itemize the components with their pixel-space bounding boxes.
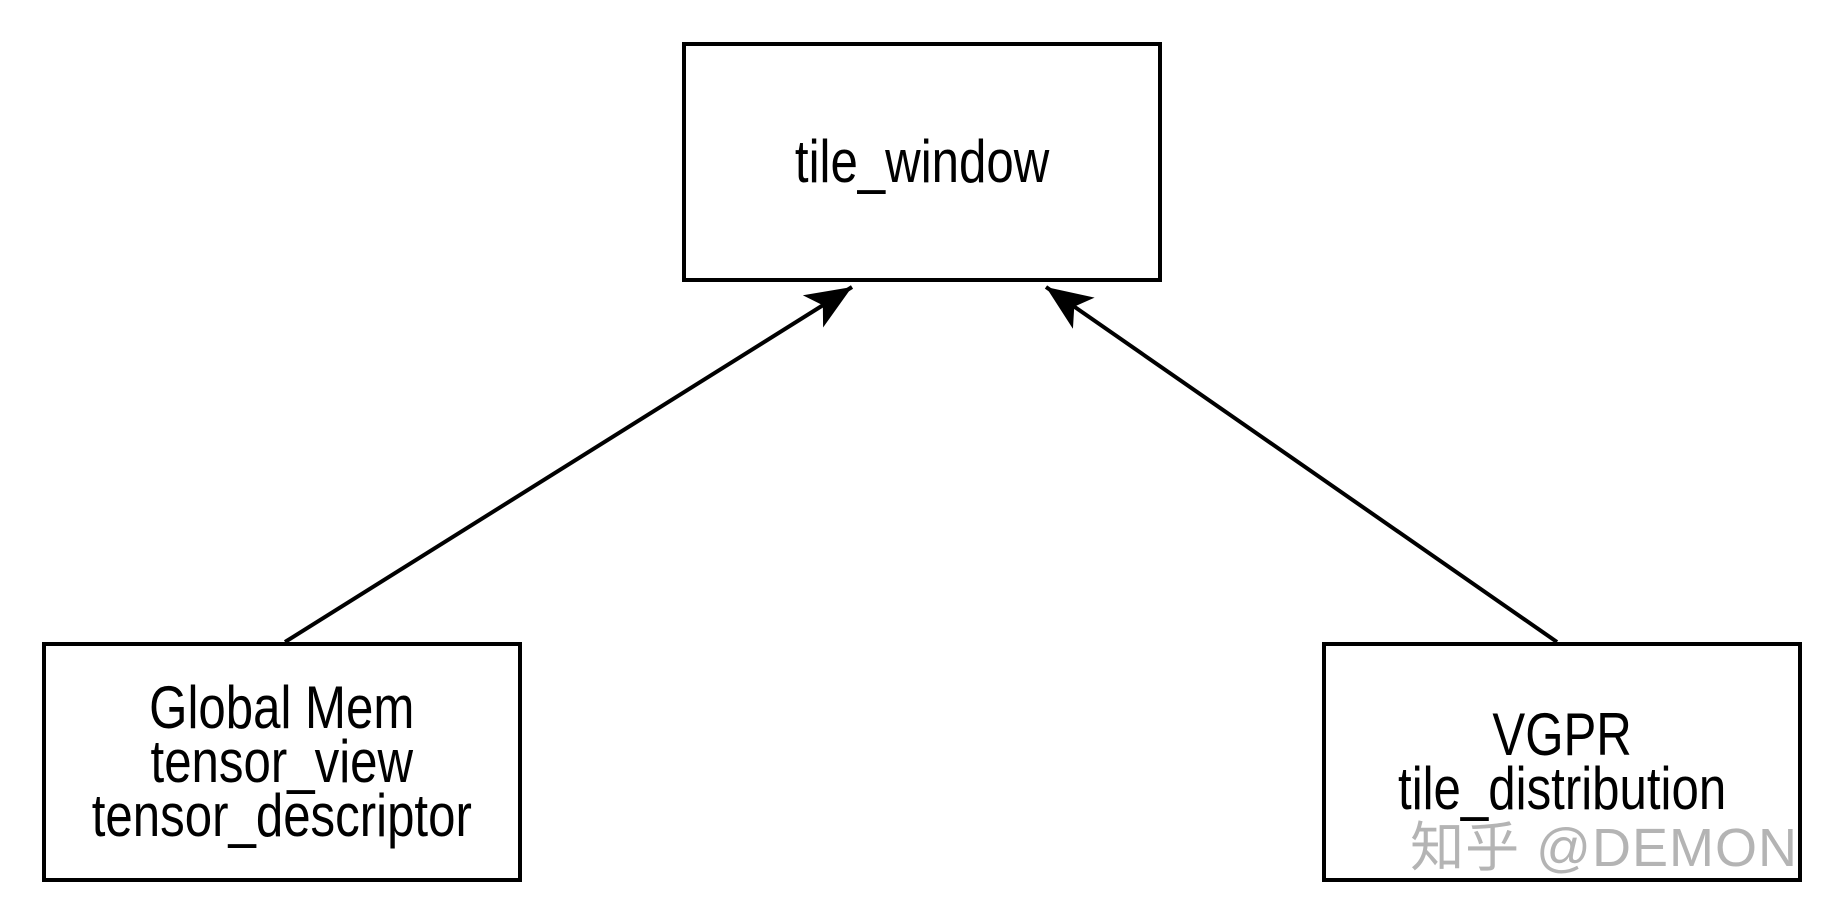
node-label-line: tile_distribution xyxy=(1397,755,1727,822)
node-label-line: tensor_descriptor xyxy=(91,782,473,849)
node-tile-window: tile_window xyxy=(682,42,1162,282)
node-vgpr-label: VGPR tile_distribution xyxy=(1397,701,1727,822)
node-global-mem: Global Mem tensor_view tensor_descriptor xyxy=(42,642,522,882)
node-label-line: tensor_view xyxy=(150,728,414,795)
edge-globalmem-to-tilewindow xyxy=(283,285,854,644)
edge-vgpr-to-tilewindow xyxy=(1044,285,1559,644)
node-global-mem-label: Global Mem tensor_view tensor_descriptor xyxy=(91,674,473,849)
node-label-line: tile_window xyxy=(794,128,1050,195)
watermark: 知乎 @DEMON xyxy=(1410,818,1798,878)
node-tile-window-label: tile_window xyxy=(794,128,1050,195)
node-vgpr: VGPR tile_distribution xyxy=(1322,642,1802,882)
node-label-line: VGPR xyxy=(1492,701,1632,768)
node-label-line: Global Mem xyxy=(149,674,415,741)
